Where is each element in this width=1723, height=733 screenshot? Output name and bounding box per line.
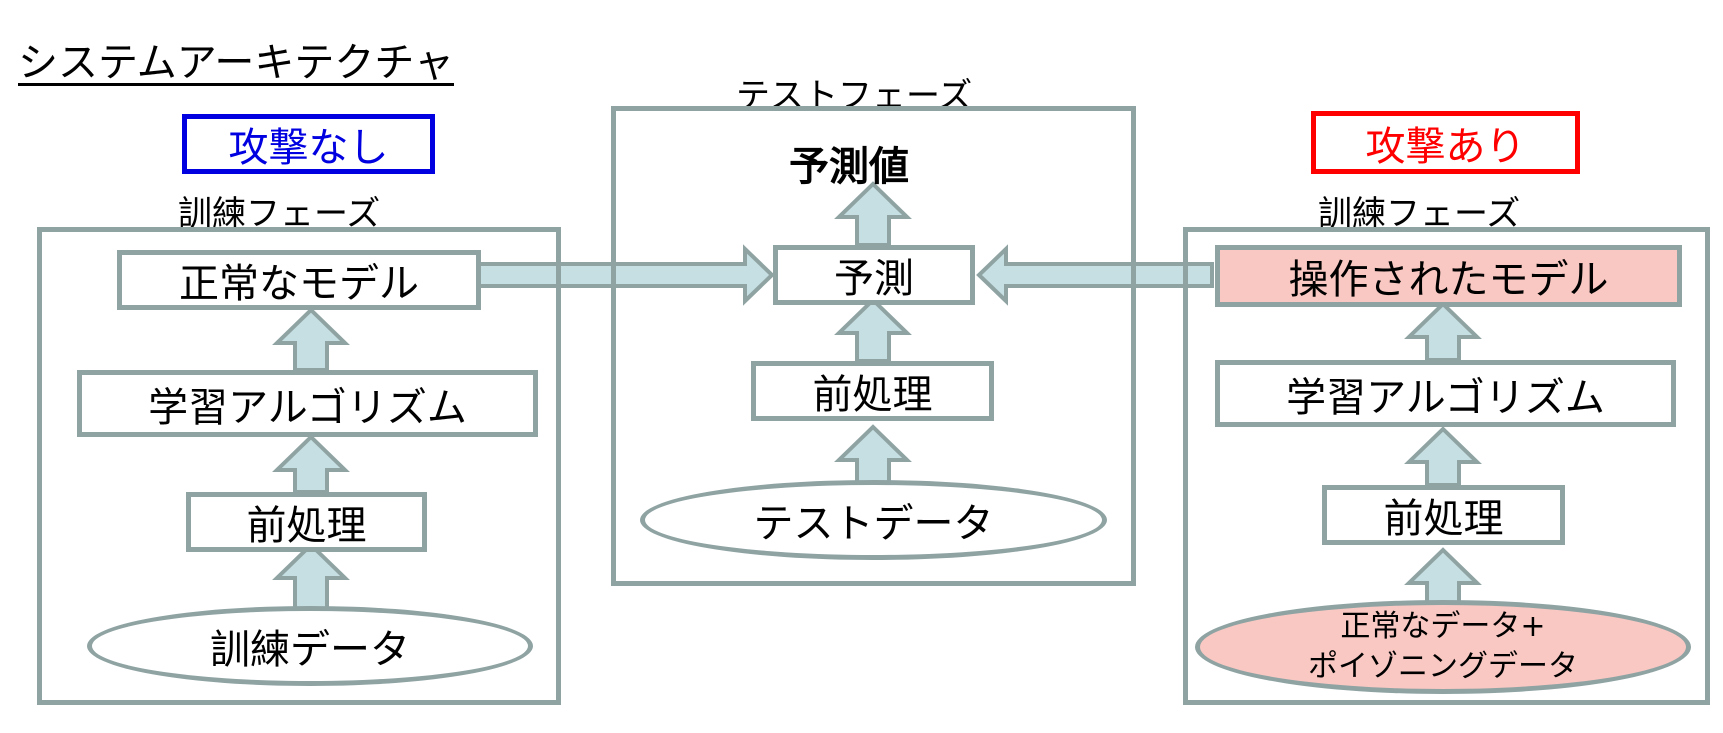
- page-title: システムアーキテクチャ: [18, 40, 454, 86]
- left-training-frame: [37, 227, 561, 705]
- up-arrow-right-2: [1404, 426, 1482, 487]
- right-training-frame: [1183, 227, 1710, 705]
- right-arrow-normal-model: [477, 244, 775, 306]
- prediction-value-label: 予測値: [789, 144, 909, 190]
- poisoned-data-line2: ポイゾニングデータ: [1308, 649, 1578, 684]
- test-data-ellipse: テストデータ: [640, 480, 1107, 560]
- up-arrow-right-3: [1404, 301, 1482, 362]
- right-algorithm-box: 学習アルゴリズム: [1215, 360, 1676, 427]
- no-attack-badge: 攻撃なし: [182, 114, 435, 174]
- manipulated-model-box: 操作されたモデル: [1215, 245, 1682, 307]
- left-arrow-manipulated-model: [976, 244, 1214, 306]
- left-preprocess-box: 前処理: [186, 492, 427, 552]
- poisoned-data-ellipse: 正常なデータ+ ポイゾニングデータ: [1195, 600, 1691, 694]
- test-phase-frame: [611, 106, 1136, 586]
- left-algorithm-box: 学習アルゴリズム: [77, 370, 538, 437]
- normal-model-box: 正常なモデル: [117, 250, 481, 310]
- up-arrow-center-3: [834, 181, 912, 247]
- attack-badge: 攻撃あり: [1311, 111, 1580, 174]
- up-arrow-center-2: [834, 297, 912, 363]
- right-preprocess-box: 前処理: [1322, 485, 1565, 545]
- predict-box: 予測: [773, 245, 975, 305]
- up-arrow-left-2: [272, 434, 350, 494]
- poisoned-data-line1: 正常なデータ+: [1340, 609, 1546, 644]
- center-preprocess-box: 前処理: [751, 361, 994, 421]
- up-arrow-left-3: [272, 307, 350, 372]
- training-data-ellipse: 訓練データ: [87, 606, 533, 686]
